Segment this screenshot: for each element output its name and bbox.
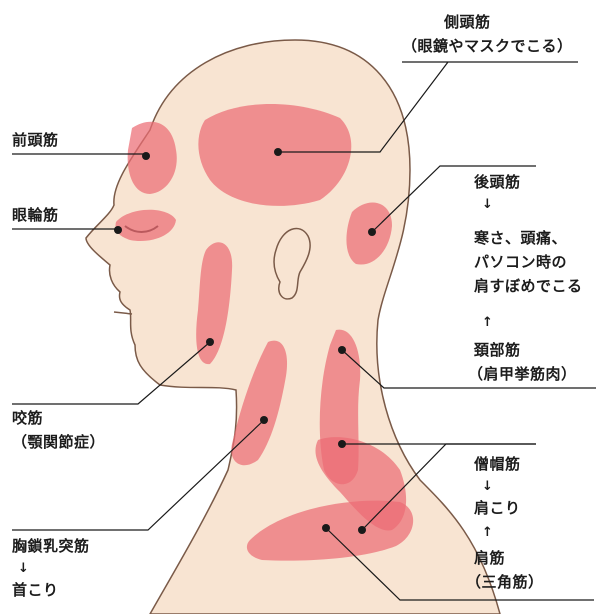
dot-sokutoukin	[274, 148, 282, 156]
label-koukin-note: （顎関節症）	[12, 432, 105, 453]
label-kyousa-result: 首こり	[12, 580, 59, 601]
label-soubokin-name: 僧帽筋	[474, 454, 521, 475]
arrow-down-icon: ↓	[18, 562, 29, 576]
label-sokutoukin-name: 側頭筋	[444, 12, 491, 33]
label-ganrinkin: 眼輪筋	[12, 205, 59, 226]
dot-ganrinkin	[114, 226, 122, 234]
dot-koukin	[206, 338, 214, 346]
label-sokutoukin-note: （眼鏡やマスクでこる）	[402, 36, 573, 57]
dot-soubokin	[358, 526, 366, 534]
label-koutoukin-cause-3: 肩すぼめでこる	[474, 276, 583, 297]
arrow-down-icon: ↓	[482, 198, 493, 212]
arrow-up-icon: ↑	[482, 316, 493, 330]
dot-kyousa	[260, 416, 268, 424]
label-kyousa-name: 胸鎖乳突筋	[12, 536, 90, 557]
label-koutoukin-name: 後頭筋	[474, 172, 521, 193]
label-kenkin-name: 肩筋	[474, 548, 505, 569]
label-keibukin-name: 頚部筋	[474, 340, 521, 361]
label-zentoukin: 前頭筋	[12, 130, 59, 151]
label-koutoukin-cause-1: 寒さ、頭痛、	[474, 228, 567, 249]
arrow-down-icon: ↓	[482, 480, 493, 494]
label-soubokin-result: 肩こり	[474, 498, 521, 519]
label-kenkin-note: （三角筋）	[466, 572, 544, 593]
dot-trapezius-upper	[338, 440, 346, 448]
label-koutoukin-cause-2: パソコン時の	[474, 252, 567, 273]
arrow-up-icon: ↑	[482, 526, 493, 540]
dot-keibukin	[338, 346, 346, 354]
label-keibukin-note: （肩甲挙筋肉）	[468, 364, 577, 385]
dot-koutoukin	[368, 228, 376, 236]
muscle-temporalis	[198, 104, 351, 206]
mouth	[114, 312, 132, 314]
dot-kenkin	[322, 524, 330, 532]
dot-zentoukin	[142, 152, 150, 160]
label-koukin-name: 咬筋	[12, 408, 43, 429]
